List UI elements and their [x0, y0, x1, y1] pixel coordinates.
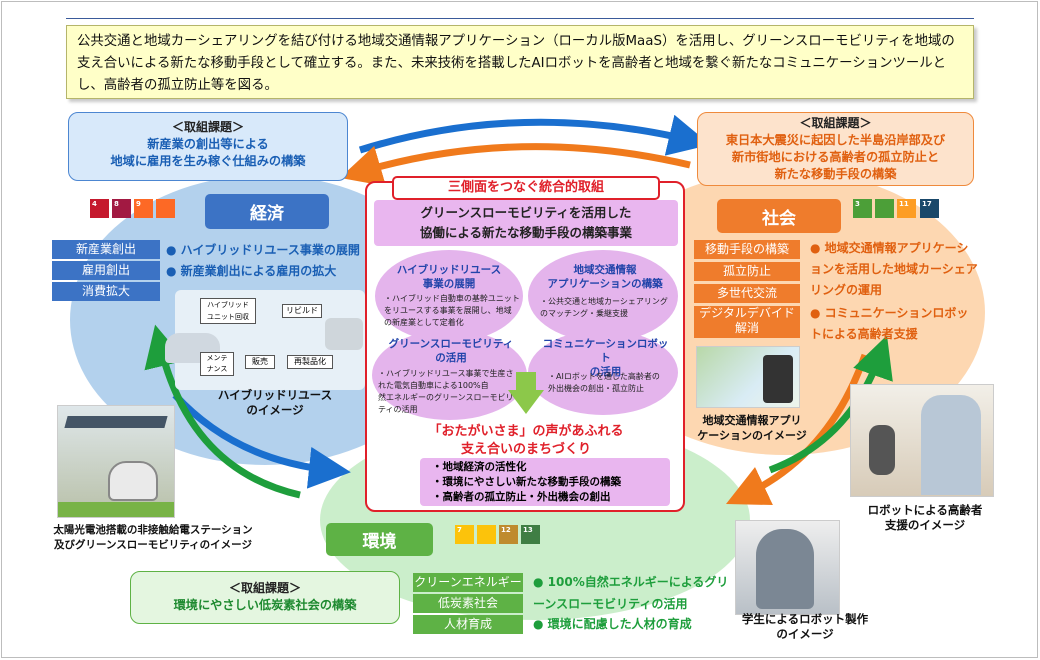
- robot-build-figure: [756, 529, 814, 609]
- issue-economy-heading: ＜取組課題＞: [171, 120, 244, 134]
- issue-society-heading: ＜取組課題＞: [799, 116, 872, 130]
- economy-title: 経済: [205, 194, 329, 229]
- sdg-7-icon: 7: [455, 525, 474, 544]
- sdg-17-icon: 17: [920, 199, 939, 218]
- project-title-box: グリーンスローモビリティを活用した 協働による新たな移動手段の構築事業: [374, 200, 678, 246]
- sdg-11-icon: 11: [897, 199, 916, 218]
- society-tag-2: 多世代交流: [694, 284, 800, 303]
- economy-tag-2: 消費拡大: [52, 282, 160, 301]
- society-bullet-0: ● 地域交通情報アプリケーションを活用した地域カーシェアリングの運用: [810, 241, 978, 297]
- outcomes-box: ・地域経済の活性化 ・環境にやさしい新たな移動手段の構築 ・高齢者の孤立防止・外…: [420, 458, 670, 506]
- economy-tag-1: 雇用創出: [52, 261, 160, 280]
- issue-economy-line2: 地域に雇用を生み稼ぐ仕組みの構築: [110, 154, 306, 168]
- station-caption: 太陽光電池搭載の非接触給電ステーション 及びグリーンスローモビリティのイメージ: [53, 524, 253, 551]
- quadrant-q3-title: グリーンスローモビリティ の活用: [388, 338, 514, 364]
- student-robot-image: [735, 520, 840, 615]
- sdg-8-icon: 8: [112, 199, 131, 218]
- issue-society-line1: 東日本大震災に起因した半島沿岸部及び: [725, 133, 946, 147]
- outcome-1: ・環境にやさしい新たな移動手段の構築: [432, 476, 621, 488]
- outcome-0: ・地域経済の活性化: [432, 461, 527, 473]
- top-rule: [66, 18, 974, 19]
- outcome-2: ・高齢者の孤立防止・外出機会の創出: [432, 491, 611, 503]
- sdg-3b-icon: [875, 199, 894, 218]
- quadrant-q4-title: コミュニケーションロボット の活用: [542, 338, 669, 378]
- society-tag-3: デジタルデバイド 解消: [694, 306, 800, 338]
- sdg-7b-icon: [477, 525, 496, 544]
- environment-tag-2: 人材育成: [413, 615, 523, 634]
- sdg-3-icon: 3: [853, 199, 872, 218]
- intro-box: 公共交通と地域カーシェアリングを結び付ける地域交通情報アプリケーション（ローカル…: [66, 25, 974, 99]
- goal-line1: 「おたがいさま」の声があふれる: [428, 424, 624, 439]
- quadrant-q4-bg: [528, 330, 678, 415]
- society-tag-0: 移動手段の構築: [694, 240, 800, 259]
- economy-tag-0: 新産業創出: [52, 240, 160, 259]
- environment-tag-1: 低炭素社会: [413, 594, 523, 613]
- grass-strip: [58, 502, 174, 517]
- cycle-node-collect: ハイブリッド ユニット回収: [200, 298, 256, 324]
- issue-economy-line1: 新産業の創出等による: [147, 137, 269, 151]
- robot-elder-caption: ロボットによる高齢者 支援のイメージ: [867, 503, 983, 532]
- issue-economy-box: ＜取組課題＞ 新産業の創出等による 地域に雇用を生み稼ぐ仕組みの構築: [68, 112, 348, 181]
- economy-bullet-1: ● 新産業創出による雇用の拡大: [166, 264, 337, 278]
- env-bullet-0: ● 100%自然エネルギーによるグリーンスローモビリティの活用: [533, 575, 729, 611]
- sdg-13-icon: 13: [521, 525, 540, 544]
- quadrant-q2-title: 地域交通情報 アプリケーションの構築: [547, 264, 663, 290]
- quadrant-q3-text: ・ハイブリッドリユース事業で生産さ れた電気自動車による100%自 然エネルギー…: [378, 369, 514, 414]
- sdg-9-icon: 9: [134, 199, 153, 218]
- charging-station-image: [57, 405, 175, 518]
- down-arrow-stem: [516, 372, 536, 392]
- society-tag-1: 孤立防止: [694, 262, 800, 281]
- hybrid-reuse-caption: ハイブリッドリユース のイメージ: [217, 388, 333, 417]
- cycle-node-remanufacture: 再製品化: [287, 355, 333, 369]
- sdg-9b-icon: [156, 199, 175, 218]
- quadrant-q1-bg: [375, 250, 523, 342]
- student-caption: 学生によるロボット製作 のイメージ: [741, 612, 869, 641]
- society-title: 社会: [717, 199, 841, 233]
- goal-line2: 支え合いのまちづくり: [460, 442, 591, 457]
- quadrant-q3-bg: [372, 330, 527, 420]
- issue-society-box: ＜取組課題＞ 東日本大震災に起因した半島沿岸部及び 新市街地における高齢者の孤立…: [697, 112, 974, 186]
- project-title-line1: グリーンスローモビリティを活用した: [420, 205, 632, 220]
- environment-title: 環境: [326, 523, 433, 556]
- issue-society-line2: 新市街地における高齢者の孤立防止と: [731, 150, 940, 164]
- quadrant-q1-text: ・ハイブリッド自動車の基幹ユニット をリユースする事業を展開し、地域 の新産業と…: [384, 294, 520, 327]
- issue-env-line1: 環境にやさしい低炭素社会の構築: [173, 598, 357, 612]
- env-bullet-1: ● 環境に配慮した人材の育成: [533, 617, 692, 631]
- cycle-node-maintenance: メンテ ナンス: [200, 352, 234, 376]
- app-map-image: [696, 346, 800, 408]
- sdg-12-icon: 12: [499, 525, 518, 544]
- integrated-banner: 三側面をつなぐ統合的取組: [392, 176, 660, 200]
- quadrant-q2-text: ・公共交通と地域カーシェアリング のマッチング・乗継支援: [540, 297, 668, 318]
- project-title-line2: 協働による新たな移動手段の構築事業: [419, 225, 633, 240]
- issue-society-line3: 新たな移動手段の構築: [774, 167, 897, 181]
- economy-bullet-0: ● ハイブリッドリユース事業の展開: [166, 243, 360, 257]
- ev-figure: [108, 461, 158, 501]
- robot-elder-image: [850, 384, 994, 497]
- phone-icon: [763, 355, 793, 403]
- society-bullet-1: ● コミュニケーションロボットによる高齢者支援: [810, 306, 969, 341]
- elder-figure: [921, 395, 981, 495]
- cart-illustration: [325, 318, 363, 350]
- quadrant-q4-text: ・AIロボットを通じた高齢者の 外出機会の創出・孤立防止: [548, 372, 660, 393]
- app-caption: 地域交通情報アプリ ケーションのイメージ: [697, 414, 807, 442]
- cycle-node-rebuild: リビルド: [282, 304, 322, 318]
- environment-tag-0: クリーンエネルギー: [413, 573, 523, 592]
- solar-roof: [64, 416, 168, 428]
- issue-env-box: ＜取組課題＞ 環境にやさしい低炭素社会の構築: [130, 571, 400, 624]
- quadrant-q1-title: ハイブリッドリユース 事業の展開: [396, 264, 502, 290]
- down-arrow-icon: [508, 390, 544, 414]
- issue-env-heading: ＜取組課題＞: [228, 581, 301, 595]
- sdg-4-icon: 4: [90, 199, 109, 218]
- quadrant-q2-bg: [528, 250, 678, 342]
- cycle-node-sales: 販売: [245, 355, 275, 369]
- robot-small-figure: [869, 425, 895, 475]
